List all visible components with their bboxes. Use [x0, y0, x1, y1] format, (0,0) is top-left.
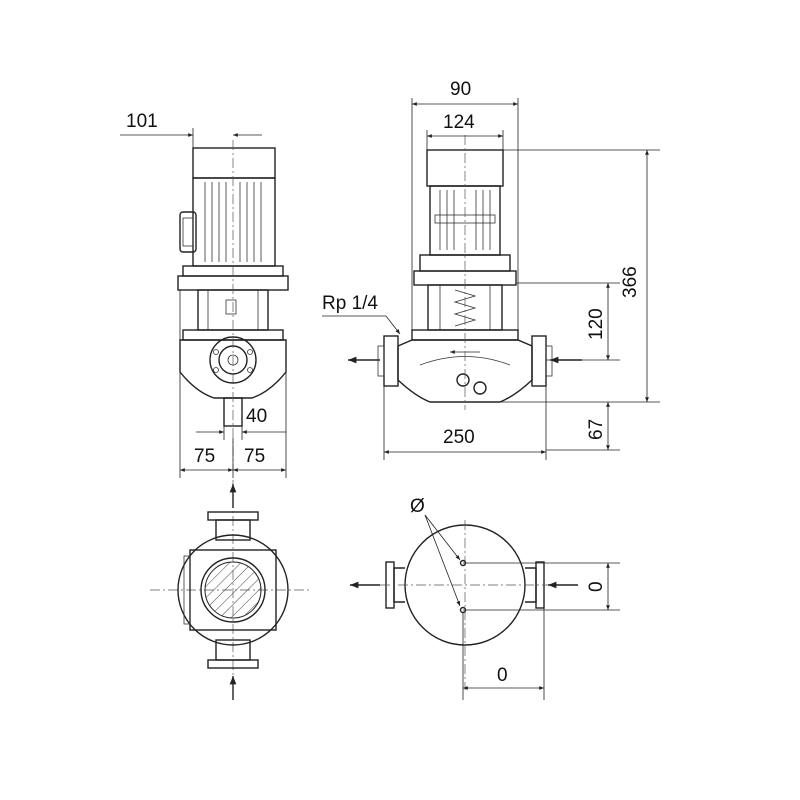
hole-diameter-symbol: Ø	[410, 496, 425, 517]
side-view	[322, 98, 660, 460]
dim-overall-width: 90	[450, 79, 471, 100]
dim-half-width-left: 75	[194, 446, 215, 467]
dim-half-width-right: 75	[244, 446, 265, 467]
port-label: Rp 1/4	[322, 293, 378, 314]
bottom-view	[350, 514, 620, 700]
dim-foot-width: 40	[246, 406, 267, 427]
dim-offset-x: 0	[497, 665, 508, 686]
dim-port-to-port: 250	[443, 427, 475, 448]
dim-motor-width: 124	[443, 112, 475, 133]
dim-base-height: 67	[586, 419, 607, 440]
dim-motor-offset: 101	[126, 111, 158, 132]
top-view	[150, 480, 310, 700]
dim-offset-y: 0	[586, 581, 607, 592]
front-view	[120, 128, 289, 478]
dim-flange-to-base: 120	[586, 308, 607, 340]
dim-total-height: 366	[620, 266, 641, 298]
